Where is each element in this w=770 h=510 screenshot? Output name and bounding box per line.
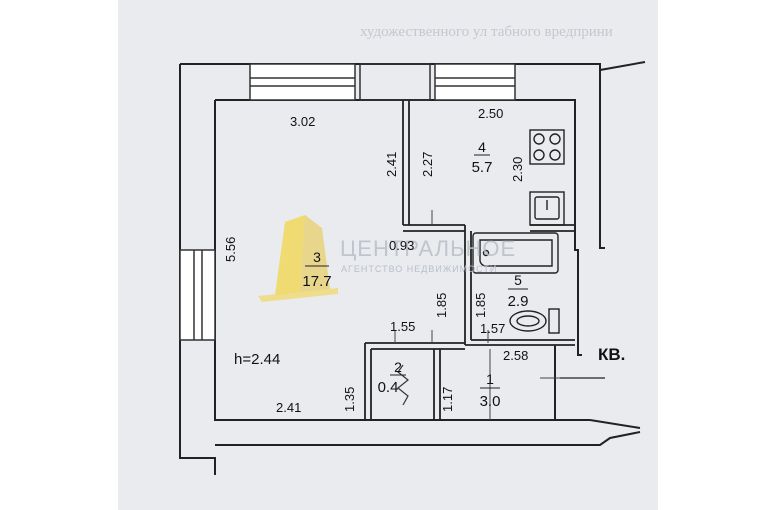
dim-1-85-left: 1.85 <box>434 293 449 318</box>
room-2-number: 2 <box>394 359 402 375</box>
dim-1-55: 1.55 <box>390 319 415 334</box>
dim-1-57: 1.57 <box>480 321 505 336</box>
room-1-area: 3.0 <box>480 393 501 410</box>
dim-2-41-vertical: 2.41 <box>384 152 399 177</box>
watermark-name: ЦЕНТРАЛЬНОЕ <box>340 236 516 261</box>
dim-3-02: 3.02 <box>290 114 315 129</box>
sink-icon <box>529 191 565 226</box>
document-note-top: художественного ул табного вредприни <box>360 24 613 40</box>
room-5-area: 2.9 <box>508 293 529 310</box>
toilet-icon <box>509 308 560 334</box>
watermark-subtitle: АГЕНТСТВО НЕДВИЖИМОСТИ <box>341 264 497 274</box>
dim-1-35: 1.35 <box>342 387 357 412</box>
top-windows <box>249 63 516 101</box>
dim-2-41-bottom: 2.41 <box>276 400 301 415</box>
bathtub-icon <box>472 232 559 274</box>
dim-2-58: 2.58 <box>503 348 528 363</box>
apartment-label: КВ. <box>598 345 625 364</box>
dim-2-30: 2.30 <box>510 157 525 182</box>
left-window <box>179 249 216 341</box>
dim-2-50: 2.50 <box>478 106 503 121</box>
dim-2-27: 2.27 <box>420 152 435 177</box>
dim-0-93: 0.93 <box>389 238 414 253</box>
room-5-number: 5 <box>514 272 522 288</box>
ceiling-height: h=2.44 <box>234 351 280 368</box>
dim-1-17: 1.17 <box>440 387 455 412</box>
agency-watermark: ЦЕНТРАЛЬНОЕ АГЕНТСТВО НЕДВИЖИМОСТИ <box>258 215 516 302</box>
closet-zigzag <box>397 364 409 406</box>
dim-5-56: 5.56 <box>223 237 238 262</box>
dim-1-85-right: 1.85 <box>473 293 488 318</box>
room-1-number: 1 <box>486 371 494 387</box>
room-3-area: 17.7 <box>302 273 331 290</box>
room-3-number: 3 <box>313 249 321 265</box>
room-4-area: 5.7 <box>472 159 493 176</box>
room-4-number: 4 <box>478 139 486 155</box>
stove-icon <box>529 129 565 165</box>
room-2-area: 0.4 <box>378 379 399 396</box>
